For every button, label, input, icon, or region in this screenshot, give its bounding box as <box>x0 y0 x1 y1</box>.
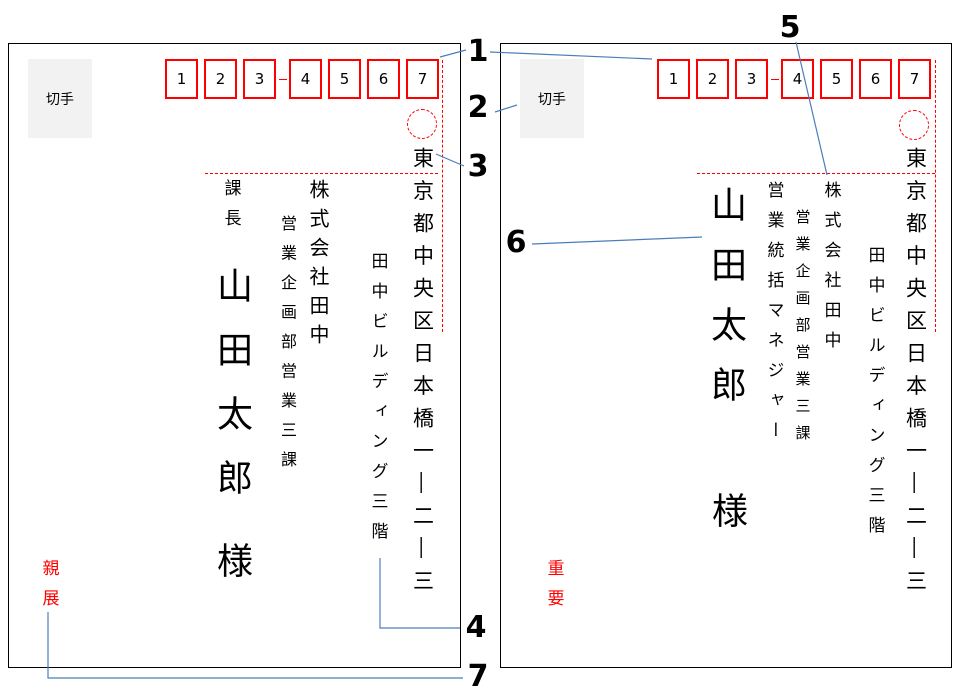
right-vertical-guide <box>935 60 936 332</box>
left-stamp-area: 切手 <box>28 59 92 138</box>
left-note-confidential: 親展 <box>38 559 59 619</box>
zip-digit: 1 <box>668 70 679 88</box>
stamp-label: 切手 <box>46 91 74 108</box>
zip-digit: 6 <box>378 70 389 88</box>
right-zip-box-2: 2 <box>696 59 729 99</box>
right-address: 東京都中央区日本橋一―二―三 <box>903 147 928 602</box>
left-zip-box-2: 2 <box>204 59 237 99</box>
left-zip-box-1: 1 <box>165 59 198 99</box>
left-horizontal-guide <box>205 173 438 174</box>
zip-digit: 3 <box>746 70 757 88</box>
zip-digit: 4 <box>792 70 803 88</box>
right-zip-box-3: 3 <box>735 59 768 99</box>
right-department: 営業企画部営業三課 <box>793 209 812 452</box>
left-zip-box-3: 3 <box>243 59 276 99</box>
stamp-label: 切手 <box>538 91 566 108</box>
zip-digit: 7 <box>417 70 428 88</box>
zip-digit: 2 <box>707 70 718 88</box>
zip-digit: 5 <box>339 70 350 88</box>
callout-number-5: 5 <box>779 10 801 45</box>
right-company: 株式会社田中 <box>820 181 841 361</box>
left-zip-box-4: 4 <box>289 59 322 99</box>
left-department: 営業企画部営業三課 <box>278 215 297 481</box>
zip-digit: 2 <box>215 70 226 88</box>
left-honorific: 様 <box>211 542 252 578</box>
right-envelope <box>500 43 952 668</box>
callout-number-6: 6 <box>505 225 527 260</box>
right-zip-box-7: 7 <box>898 59 931 99</box>
right-zip-hyphen <box>771 79 779 80</box>
callout-number-3: 3 <box>467 149 489 184</box>
right-note-important: 重要 <box>543 559 564 619</box>
right-recipient-name: 山田太郎 <box>705 186 746 426</box>
left-company: 株式会社田中 <box>306 179 330 353</box>
left-vertical-guide <box>442 60 443 332</box>
right-horizontal-guide <box>697 173 935 174</box>
callout-number-1: 1 <box>467 34 489 69</box>
zip-digit: 3 <box>254 70 265 88</box>
right-building: 田中ビルディング三階 <box>864 246 885 546</box>
left-building: 田中ビルディング三階 <box>367 252 388 552</box>
zip-digit: 7 <box>909 70 920 88</box>
right-zip-box-6: 6 <box>859 59 892 99</box>
right-zip-box-1: 1 <box>657 59 690 99</box>
right-zip-box-4: 4 <box>781 59 814 99</box>
zip-digit: 6 <box>870 70 881 88</box>
right-circle-guide <box>899 110 929 140</box>
left-circle-guide <box>407 109 437 139</box>
left-recipient-name: 山田太郎 <box>211 267 252 523</box>
right-honorific: 様 <box>706 492 747 528</box>
right-title: 営業統括マネジャー <box>763 181 784 451</box>
zip-digit: 1 <box>176 70 187 88</box>
left-address: 東京都中央区日本橋一―二―三 <box>410 147 435 602</box>
right-zip-box-5: 5 <box>820 59 853 99</box>
callout-number-4: 4 <box>465 610 487 645</box>
zip-digit: 5 <box>831 70 842 88</box>
callout-number-7: 7 <box>467 659 489 694</box>
right-stamp-area: 切手 <box>520 59 584 138</box>
callout-number-2: 2 <box>467 90 489 125</box>
left-zip-box-5: 5 <box>328 59 361 99</box>
zip-digit: 4 <box>300 70 311 88</box>
left-title: 課長 <box>220 179 241 239</box>
left-zip-box-6: 6 <box>367 59 400 99</box>
left-zip-box-7: 7 <box>406 59 439 99</box>
left-zip-hyphen <box>279 79 287 80</box>
